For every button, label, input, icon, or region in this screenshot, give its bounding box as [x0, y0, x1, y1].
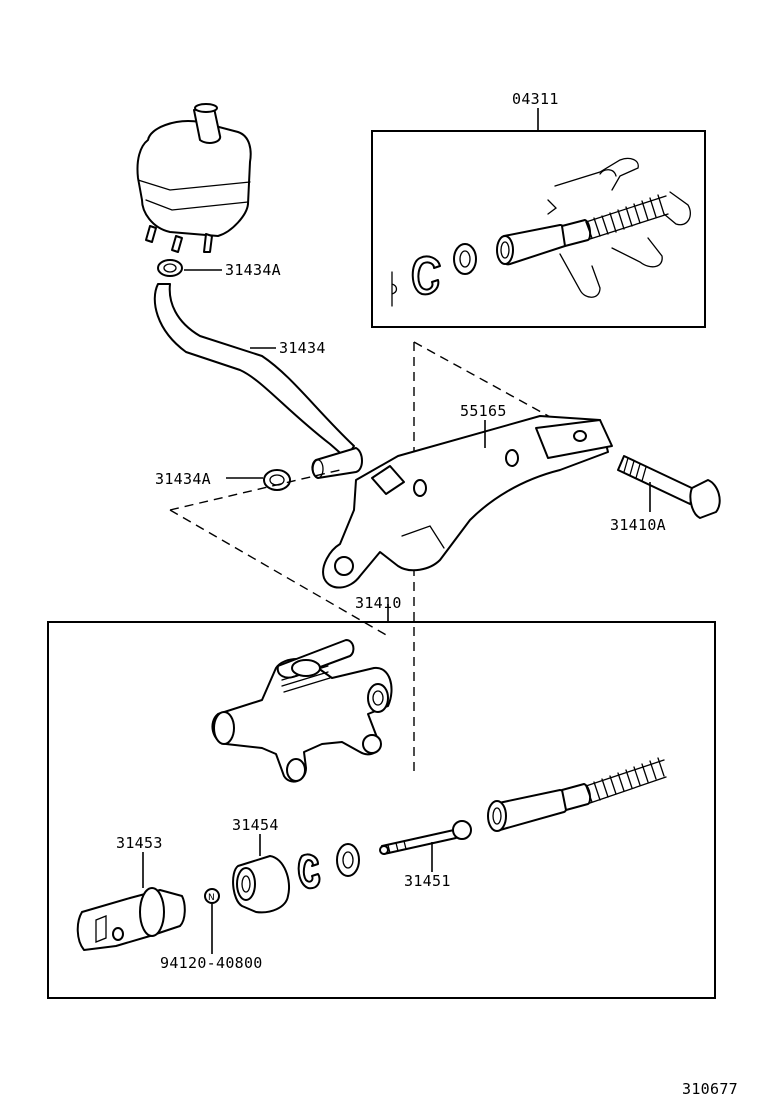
label-kit-top: 04311: [512, 90, 559, 108]
label-bolt: 31410A: [610, 516, 666, 534]
label-clevis: 31453: [116, 834, 163, 852]
hose-clip-lower: [226, 469, 291, 491]
kit-box-lower: [47, 604, 716, 999]
label-push-rod: 31451: [404, 872, 451, 890]
label-boot: 31454: [232, 816, 279, 834]
hose: [153, 283, 363, 479]
kit-box-top: [371, 108, 706, 328]
clevis: [76, 852, 186, 951]
label-hose-clip-lower: 31434A: [155, 470, 211, 488]
hose-clip-upper: [157, 259, 222, 277]
washer-lower: [297, 843, 360, 890]
label-hose: 31434: [279, 339, 326, 357]
svg-text:N: N: [208, 893, 215, 903]
label-hose-clip-upper: 31434A: [225, 261, 281, 279]
boot: [232, 834, 290, 914]
label-bracket: 55165: [460, 402, 507, 420]
nut: N: [204, 888, 220, 954]
push-rod: [379, 820, 472, 872]
bolt: [617, 455, 721, 519]
bracket: [322, 415, 613, 589]
piston-lower: [487, 757, 667, 832]
diagram-id: 310677: [682, 1080, 738, 1098]
reservoir: [136, 103, 252, 253]
label-master-cylinder: 31410: [355, 594, 402, 612]
label-nut: 94120-40800: [160, 954, 263, 972]
